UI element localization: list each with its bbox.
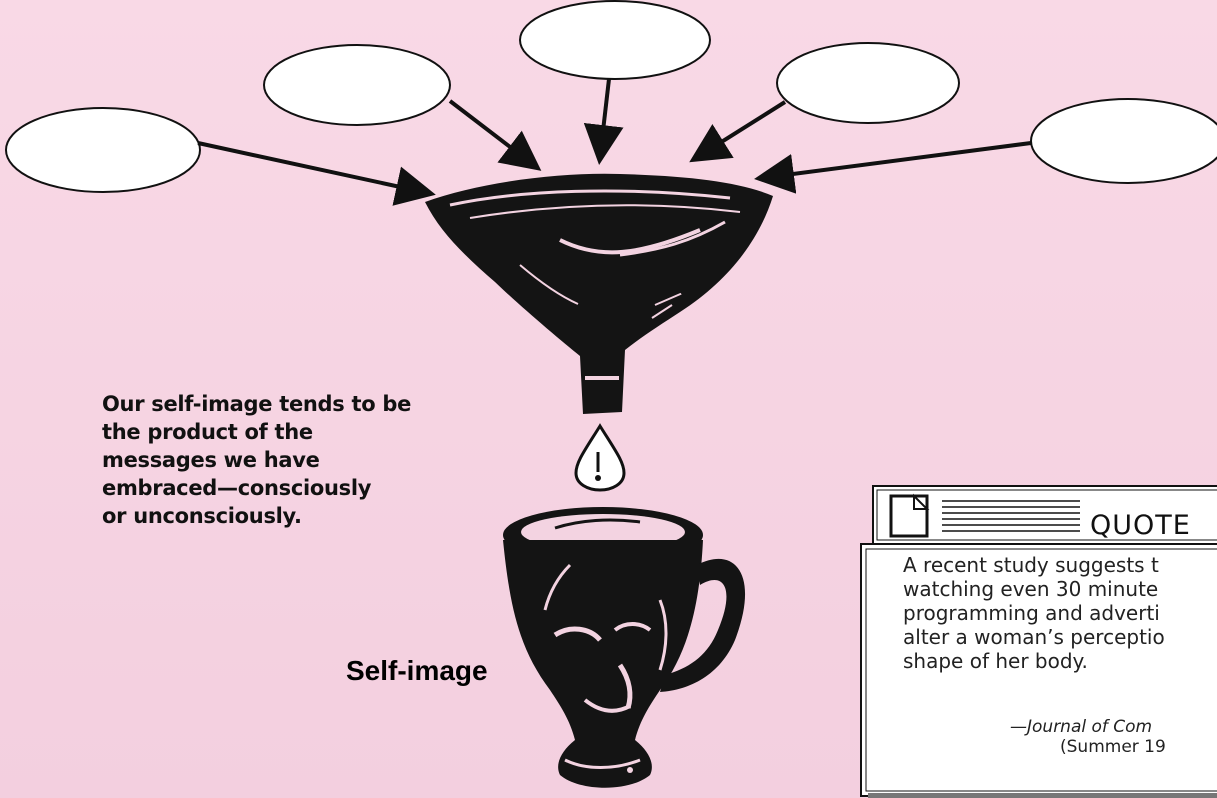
quote-date: (Summer 19 [1010, 737, 1217, 757]
message-bubble-3 [520, 1, 710, 79]
quote-line: programming and adverti [903, 601, 1217, 625]
message-bubble-4 [777, 43, 959, 123]
message-bubble-5 [1031, 99, 1217, 183]
self-image-label: Self-image [346, 655, 488, 687]
funnel-icon [425, 174, 773, 414]
quote-title: QUOTE [1090, 510, 1191, 541]
message-bubble-1 [6, 108, 200, 192]
mug-icon [503, 507, 745, 788]
caption-line: messages we have [102, 446, 422, 474]
arrow-4 [696, 102, 785, 158]
arrow-5 [762, 143, 1031, 178]
quote-text: A recent study suggests t watching even … [903, 553, 1217, 673]
quote-line: shape of her body. [903, 649, 1217, 673]
message-bubble-2 [264, 45, 450, 125]
quote-line: A recent study suggests t [903, 553, 1217, 577]
arrow-2 [450, 101, 535, 166]
droplet-icon [576, 426, 624, 490]
diagram-caption: Our self-image tends to be the product o… [102, 390, 422, 530]
quote-line: watching even 30 minute [903, 577, 1217, 601]
caption-line: Our self-image tends to be [102, 390, 422, 418]
caption-line: embraced—consciously [102, 474, 422, 502]
quote-line: alter a woman’s perceptio [903, 625, 1217, 649]
caption-line: or unconsciously. [102, 502, 422, 530]
arrow-1 [198, 143, 428, 193]
arrow-3 [600, 79, 609, 157]
quote-attribution: —Journal of Com (Summer 19 [1010, 717, 1217, 757]
caption-line: the product of the [102, 418, 422, 446]
quote-source: —Journal of Com [1010, 717, 1217, 737]
